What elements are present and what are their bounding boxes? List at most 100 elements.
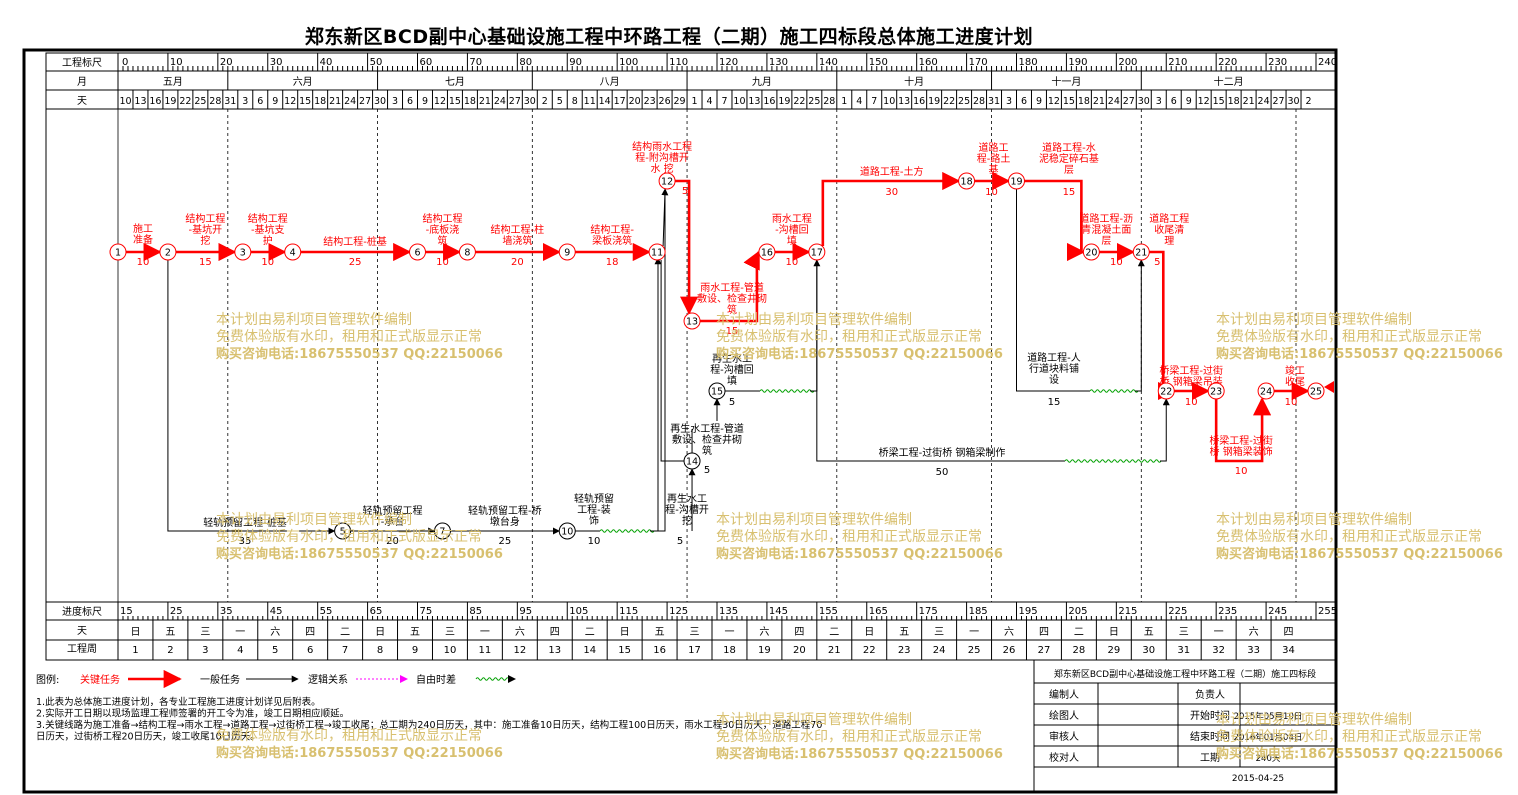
week-label: 2 <box>167 645 173 656</box>
week-label: 11 <box>479 645 492 656</box>
week-label: 1 <box>132 645 138 656</box>
task-name-2-3: 结构工程 <box>185 212 225 225</box>
week-label: 10 <box>444 645 457 656</box>
progress-tick-label: 145 <box>769 606 788 617</box>
free-float-17 <box>1064 459 1162 463</box>
task-name-20-21: 层 <box>1101 235 1111 247</box>
month-label: 七月 <box>445 76 465 88</box>
node-label-13: 13 <box>686 317 698 328</box>
task-name-14-15: 敷设、检查井砌 <box>672 433 742 446</box>
task-name-24-25: 收尾 <box>1285 375 1305 388</box>
legend-float-label: 自由时差 <box>416 673 456 686</box>
info-table-label2: 负责人 <box>1195 688 1225 701</box>
day-label: 23 <box>644 96 656 107</box>
task-duration-13-16: 15 <box>726 326 739 337</box>
day-label: 16 <box>913 96 925 107</box>
node-circle-11 <box>648 243 666 261</box>
day-label: 25 <box>808 96 820 107</box>
task-name-15-17: 再生水工 <box>712 352 752 365</box>
scale-tick-label: 170 <box>969 57 988 68</box>
weekday-label: 二 <box>1074 627 1084 638</box>
task-duration-16-17: 10 <box>786 257 799 268</box>
day-label: 30 <box>524 96 536 107</box>
task-duration-17-22: 50 <box>936 467 949 478</box>
task-duration-7-10: 25 <box>498 536 511 547</box>
note-line: 3.关键线路为施工准备→结构工程→雨水工程→道路工程→过街桥工程→竣工收尾；总工… <box>36 719 822 731</box>
watermark-line3: 购买咨询电话:18675550537 QQ:22150066 <box>716 746 1003 762</box>
footer-progress-label: 进度标尺 <box>62 605 102 618</box>
watermark-line2: 免费体验版有水印，租用和正式版显示正常 <box>1216 329 1482 345</box>
day-label: 17 <box>614 96 626 107</box>
task-name-18-19: 基 <box>989 163 999 176</box>
day-label: 13 <box>898 96 910 107</box>
day-label: 21 <box>479 96 491 107</box>
day-label: 13 <box>134 96 146 107</box>
day-label: 22 <box>943 96 955 107</box>
weekday-label: 一 <box>1214 627 1224 638</box>
week-label: 9 <box>412 645 418 656</box>
task-name-13-16: 筑 <box>727 303 737 316</box>
task-name-20-21: 青混凝土面 <box>1081 223 1131 236</box>
week-label: 25 <box>968 645 981 656</box>
progress-tick-label: 55 <box>320 606 333 617</box>
info-table-label: 审核人 <box>1049 730 1079 743</box>
header-scale-label: 工程标尺 <box>62 57 102 69</box>
day-label: 7 <box>871 96 877 107</box>
scale-tick-label: 10 <box>170 57 183 68</box>
node-circle-25 <box>1307 382 1325 400</box>
task-name-6-8: 结构工程 <box>422 212 462 225</box>
day-label: 15 <box>1213 96 1225 107</box>
task-duration-14-15: 5 <box>704 465 710 476</box>
day-label: 18 <box>1078 96 1090 107</box>
day-label: 24 <box>494 96 506 107</box>
week-label: 3 <box>202 645 208 656</box>
task-name-19-21: 行道块料铺 <box>1029 362 1079 375</box>
task-arrow-23-24 <box>1214 397 1272 463</box>
day-label: 30 <box>374 96 386 107</box>
node-label-8: 8 <box>464 248 470 259</box>
task-name-12-13: 结构雨水工程 <box>632 140 692 153</box>
weekday-label: 三 <box>690 627 700 638</box>
scale-tick-label: 200 <box>1118 57 1137 68</box>
node-circle-8 <box>458 243 476 261</box>
weekday-label: 一 <box>235 627 245 638</box>
task-name-7-10: 轻轨预留工程-桥 <box>468 504 542 517</box>
task-duration-4-6: 25 <box>349 257 362 268</box>
scale-tick-label: 240 <box>1318 57 1337 68</box>
month-label: 六月 <box>293 76 313 88</box>
day-label: 6 <box>1171 96 1177 107</box>
watermark-line1: 本计划由易利项目管理软件编制 <box>716 512 912 528</box>
task-duration-6-8: 10 <box>436 257 449 268</box>
task-name-10-14: 工程-装 <box>577 503 611 516</box>
info-table-value: 2015年05月10日 <box>1234 711 1303 722</box>
task-name-6-8: 筑 <box>437 234 447 247</box>
node-label-15: 15 <box>711 387 723 398</box>
node-circle-1 <box>109 243 127 261</box>
day-label: 25 <box>194 96 206 107</box>
progress-tick-label: 85 <box>469 606 482 617</box>
node-circle-14 <box>683 452 701 470</box>
watermark-line1: 本计划由易利项目管理软件编制 <box>716 312 912 328</box>
node-label-12: 12 <box>661 177 673 188</box>
task-arrow-17-18 <box>821 171 961 246</box>
task-duration-3-4: 10 <box>261 257 274 268</box>
weekday-label: 五 <box>165 627 175 638</box>
day-label: 26 <box>659 96 671 107</box>
task-name-2-5: 轻轨预留工程-桩基 <box>203 516 287 529</box>
day-label: 15 <box>299 96 311 107</box>
weekday-label: 三 <box>445 627 455 638</box>
weekday-label: 三 <box>1179 627 1189 638</box>
task-name-5-7: -承台 <box>381 515 405 528</box>
free-float-19 <box>1089 389 1139 393</box>
node-circle-12 <box>658 172 676 190</box>
task-duration-5-7: 20 <box>386 536 399 547</box>
task-name-21-22: 道路工程 <box>1149 212 1189 225</box>
progress-tick-label: 95 <box>519 606 532 617</box>
day-label: 16 <box>149 96 161 107</box>
node-label-19: 19 <box>1010 177 1022 188</box>
day-label: 28 <box>209 96 221 107</box>
watermark-line3: 购买咨询电话:18675550537 QQ:22150066 <box>716 546 1003 562</box>
node-circle-18 <box>958 172 976 190</box>
weekday-label: 六 <box>1004 626 1014 638</box>
node-circle-19 <box>1008 172 1025 190</box>
